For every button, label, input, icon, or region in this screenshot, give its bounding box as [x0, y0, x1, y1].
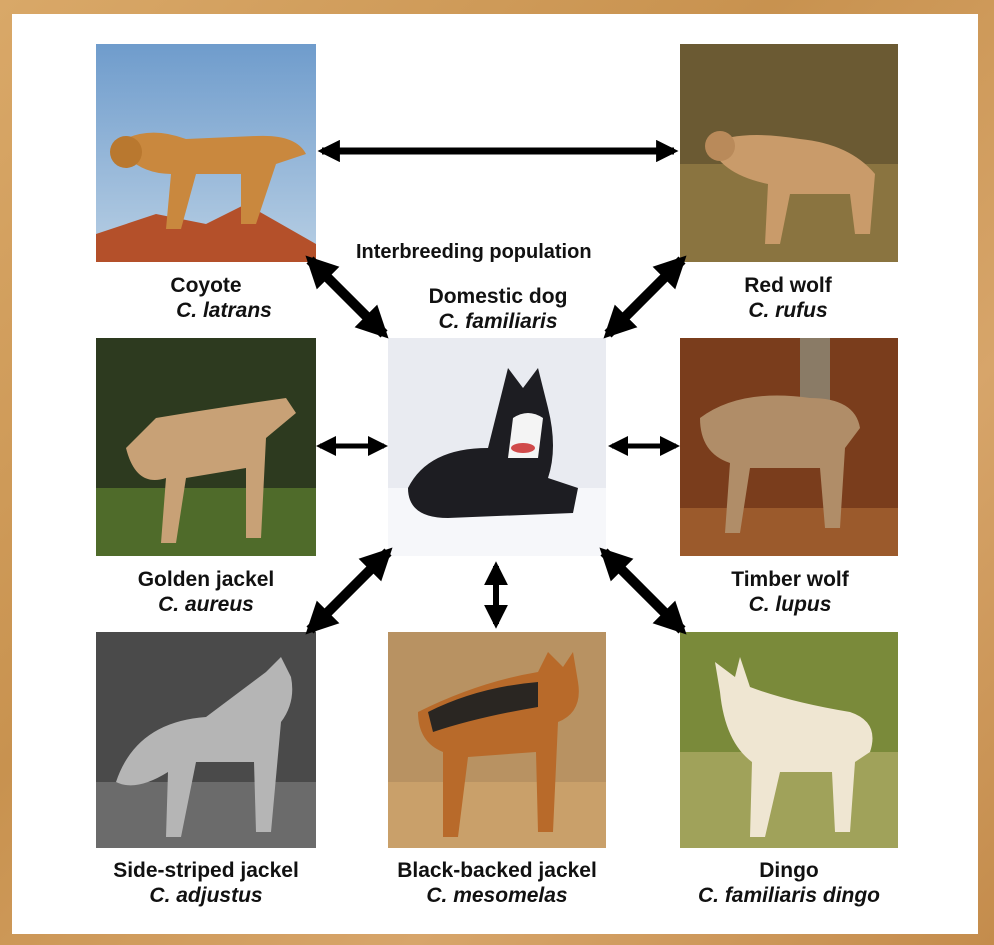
- golden-jackal-label: Golden jackel C. aureus: [106, 567, 306, 617]
- dingo-common-name: Dingo: [669, 858, 909, 883]
- red-wolf-photo: [680, 44, 898, 262]
- interbreeding-headline: Interbreeding population: [356, 241, 592, 264]
- black-backed-jackal-label: Black-backed jackel C. mesomelas: [372, 858, 622, 908]
- domestic-dog-latin-name: C. familiaris: [398, 309, 598, 334]
- side-striped-jackal-common-name: Side-striped jackel: [86, 858, 326, 883]
- dingo-latin-name: C. familiaris dingo: [669, 883, 909, 908]
- domestic-dog-photo: [388, 338, 606, 556]
- coyote-common-name: Coyote: [126, 273, 286, 298]
- side-striped-jackal-photo: [96, 632, 316, 848]
- red-wolf-label: Red wolf C. rufus: [708, 273, 868, 323]
- timber-wolf-label: Timber wolf C. lupus: [690, 567, 890, 617]
- coyote-latin-name: C. latrans: [126, 298, 286, 323]
- red-wolf-latin-name: C. rufus: [708, 298, 868, 323]
- golden-jackal-photo: [96, 338, 316, 556]
- golden-jackal-common-name: Golden jackel: [106, 567, 306, 592]
- dingo-photo: [680, 632, 898, 848]
- side-striped-jackal-latin-name: C. adjustus: [86, 883, 326, 908]
- timber-wolf-latin-name: C. lupus: [690, 592, 890, 617]
- side-striped-jackal-label: Side-striped jackel C. adjustus: [86, 858, 326, 908]
- black-backed-jackal-common-name: Black-backed jackel: [372, 858, 622, 883]
- timber-wolf-photo: [680, 338, 898, 556]
- domestic-dog-common-name: Domestic dog: [398, 284, 598, 309]
- timber-wolf-common-name: Timber wolf: [690, 567, 890, 592]
- domestic-dog-label: Domestic dog C. familiaris: [398, 284, 598, 334]
- dingo-label: Dingo C. familiaris dingo: [669, 858, 909, 908]
- red-wolf-common-name: Red wolf: [708, 273, 868, 298]
- golden-jackal-latin-name: C. aureus: [106, 592, 306, 617]
- coyote-label: Coyote C. latrans: [126, 273, 286, 323]
- black-backed-jackal-latin-name: C. mesomelas: [372, 883, 622, 908]
- coyote-photo: [96, 44, 316, 262]
- black-backed-jackal-photo: [388, 632, 606, 848]
